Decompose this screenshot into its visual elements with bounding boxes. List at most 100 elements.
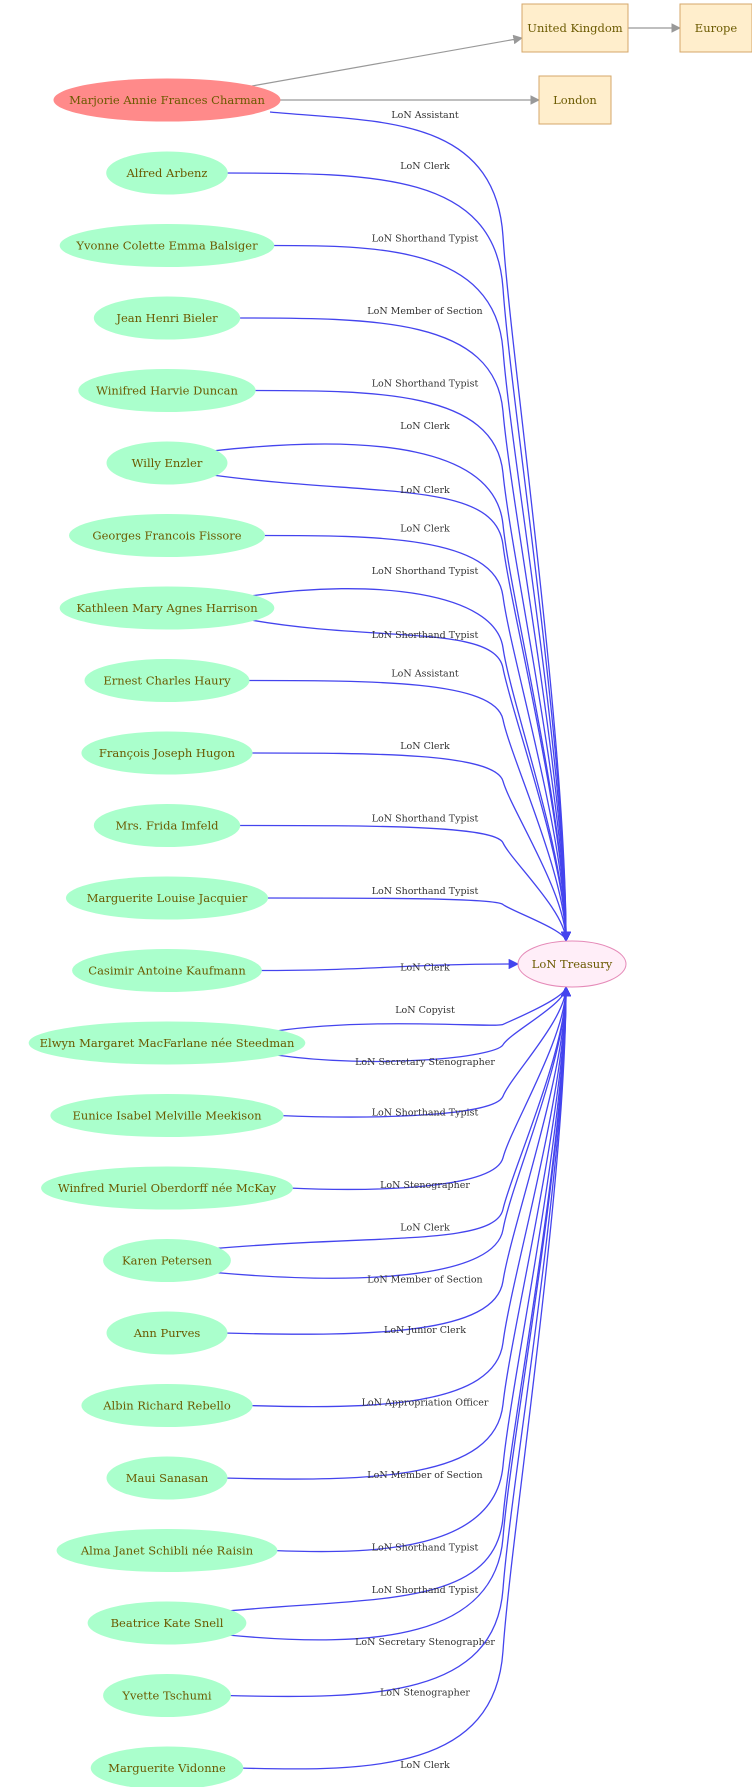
person-node-winfred-muriel-oberdorff-n-e-mckay-label: Winfred Muriel Oberdorff née McKay <box>58 1181 277 1195</box>
role-edge-label: LoN Member of Section <box>367 1470 482 1481</box>
person-node-alfred-arbenz-label: Alfred Arbenz <box>126 166 208 180</box>
role-edge-label: LoN Shorthand Typist <box>372 886 479 897</box>
role-edge-label: LoN Secretary Stenographer <box>355 1637 495 1648</box>
person-node-casimir-antoine-kaufmann-label: Casimir Antoine Kaufmann <box>88 964 246 978</box>
person-node-casimir-antoine-kaufmann[interactable] <box>72 949 262 992</box>
role-edge-label: LoN Shorthand Typist <box>372 234 479 245</box>
role-edge-25 <box>227 985 572 1612</box>
person-node-alfred-arbenz[interactable] <box>106 151 228 195</box>
role-edge-0 <box>269 111 572 943</box>
person-node-ann-purves-label: Ann Purves <box>133 1326 201 1340</box>
person-node-mrs-frida-imfeld[interactable] <box>93 804 241 847</box>
person-node-beatrice-kate-snell-label: Beatrice Kate Snell <box>111 1616 224 1630</box>
role-edge-label: LoN Shorthand Typist <box>372 1585 479 1596</box>
role-edge-19 <box>214 985 572 1250</box>
role-edge-22 <box>248 985 572 1408</box>
person-node-ann-purves[interactable] <box>106 1311 228 1355</box>
person-node-karen-petersen-label: Karen Petersen <box>122 1254 212 1268</box>
edge-focus-uk <box>251 34 523 87</box>
person-node-willy-enzler-label: Willy Enzler <box>132 456 203 470</box>
org-node-lon-treasury[interactable] <box>517 940 627 988</box>
role-edge-9 <box>250 619 572 943</box>
person-node-marguerite-louise-jacquier[interactable] <box>65 876 269 920</box>
role-edge-2 <box>269 244 572 943</box>
role-edge-8 <box>250 588 572 943</box>
role-edge-label: LoN Clerk <box>400 741 450 752</box>
role-edge-label: LoN Junior Clerk <box>384 1325 466 1336</box>
person-node-jean-henri-bieler-label: Jean Henri Bieler <box>115 311 218 325</box>
person-node-alma-janet-schibli-n-e-raisin[interactable] <box>56 1529 278 1572</box>
role-edge-4 <box>251 389 572 943</box>
role-edge-7 <box>260 534 572 943</box>
role-edge-label: LoN Member of Section <box>367 1275 482 1286</box>
person-node-marguerite-vidonne[interactable] <box>90 1746 244 1787</box>
role-edge-18 <box>288 985 572 1191</box>
place-node-united-kingdom-label: United Kingdom <box>527 21 623 35</box>
person-node-beatrice-kate-snell[interactable] <box>87 1601 247 1645</box>
person-node-maui-sanasan[interactable] <box>106 1456 228 1500</box>
person-node-yvonne-colette-emma-balsiger[interactable] <box>59 224 275 267</box>
place-node-united-kingdom[interactable] <box>521 3 629 53</box>
person-node-yvette-tschumi[interactable] <box>103 1674 231 1717</box>
role-edge-label: LoN Shorthand Typist <box>372 1108 479 1119</box>
role-edge-10 <box>244 679 572 943</box>
role-edge-label: LoN Shorthand Typist <box>372 566 479 577</box>
person-node-eunice-isabel-melville-meekison-label: Eunice Isabel Melville Meekison <box>72 1109 262 1123</box>
role-edge-label: LoN Clerk <box>400 1223 450 1234</box>
role-edge-label: LoN Clerk <box>400 161 450 172</box>
role-edge-label: LoN Clerk <box>400 485 450 496</box>
role-edge-23 <box>222 985 572 1480</box>
role-edge-6 <box>212 474 572 943</box>
person-node-kathleen-mary-agnes-harrison[interactable] <box>59 586 275 630</box>
place-node-europe-label: Europe <box>695 21 738 35</box>
role-edge-label: LoN Clerk <box>400 524 450 535</box>
role-edge-label: LoN Assistant <box>391 110 458 121</box>
person-node-marguerite-louise-jacquier-label: Marguerite Louise Jacquier <box>87 891 248 905</box>
person-node-elwyn-margaret-macfarlane-n-e-steedman[interactable] <box>28 1021 306 1065</box>
nodes-layer: Marjorie Annie Frances Charman United Kin… <box>28 3 752 1787</box>
person-node-willy-enzler[interactable] <box>106 441 228 485</box>
person-node-karen-petersen[interactable] <box>103 1239 231 1282</box>
role-edge-label: LoN Copyist <box>395 1005 455 1016</box>
role-edge-label: LoN Clerk <box>400 963 450 974</box>
focus-person-node-label: Marjorie Annie Frances Charman <box>69 93 265 107</box>
role-edge-16 <box>275 985 572 1063</box>
role-edge-label: LoN Stenographer <box>380 1180 470 1191</box>
person-node-jean-henri-bieler[interactable] <box>93 296 241 340</box>
role-edge-26 <box>227 985 572 1641</box>
role-edge-11 <box>248 752 572 943</box>
person-node-maui-sanasan-label: Maui Sanasan <box>126 1471 209 1485</box>
org-node-label: LoN Treasury <box>532 957 613 971</box>
role-edge-label: LoN Secretary Stenographer <box>355 1057 495 1068</box>
role-edge-label: LoN Clerk <box>400 1760 450 1771</box>
role-edge-13 <box>263 897 572 943</box>
person-node-elwyn-margaret-macfarlane-n-e-steedman-label: Elwyn Margaret MacFarlane née Steedman <box>40 1036 295 1050</box>
person-node-yvonne-colette-emma-balsiger-label: Yvonne Colette Emma Balsiger <box>75 239 258 253</box>
place-node-london-label: London <box>553 93 597 107</box>
person-node-eunice-isabel-melville-meekison[interactable] <box>50 1094 284 1137</box>
focus-person-node[interactable] <box>53 78 281 122</box>
person-node-winfred-muriel-oberdorff-n-e-mckay[interactable] <box>41 1166 293 1210</box>
person-node-fran-ois-joseph-hugon[interactable] <box>81 731 253 775</box>
role-edge-5 <box>212 443 572 943</box>
role-edge-21 <box>222 985 572 1335</box>
role-edge-17 <box>279 985 572 1118</box>
role-edge-label: LoN Clerk <box>400 421 450 432</box>
role-edge-label: LoN Shorthand Typist <box>372 1543 479 1554</box>
role-edge-label: LoN Shorthand Typist <box>372 814 479 825</box>
role-edge-label: LoN Appropriation Officer <box>362 1398 489 1409</box>
person-node-mrs-frida-imfeld-label: Mrs. Frida Imfeld <box>115 819 219 833</box>
role-edge-12 <box>235 824 572 943</box>
person-node-ernest-charles-haury[interactable] <box>84 659 250 702</box>
person-node-winifred-harvie-duncan[interactable] <box>78 369 256 412</box>
place-node-europe[interactable] <box>679 3 752 53</box>
role-edge-14 <box>257 958 520 972</box>
person-node-georges-francois-fissore[interactable] <box>69 514 265 557</box>
person-node-fran-ois-joseph-hugon-label: François Joseph Hugon <box>99 746 236 760</box>
role-edge-label: LoN Stenographer <box>380 1688 470 1699</box>
role-edge-27 <box>226 985 572 1698</box>
place-node-london[interactable] <box>538 75 612 125</box>
role-edge-label: LoN Assistant <box>391 669 458 680</box>
person-node-albin-richard-rebello[interactable] <box>81 1384 253 1427</box>
